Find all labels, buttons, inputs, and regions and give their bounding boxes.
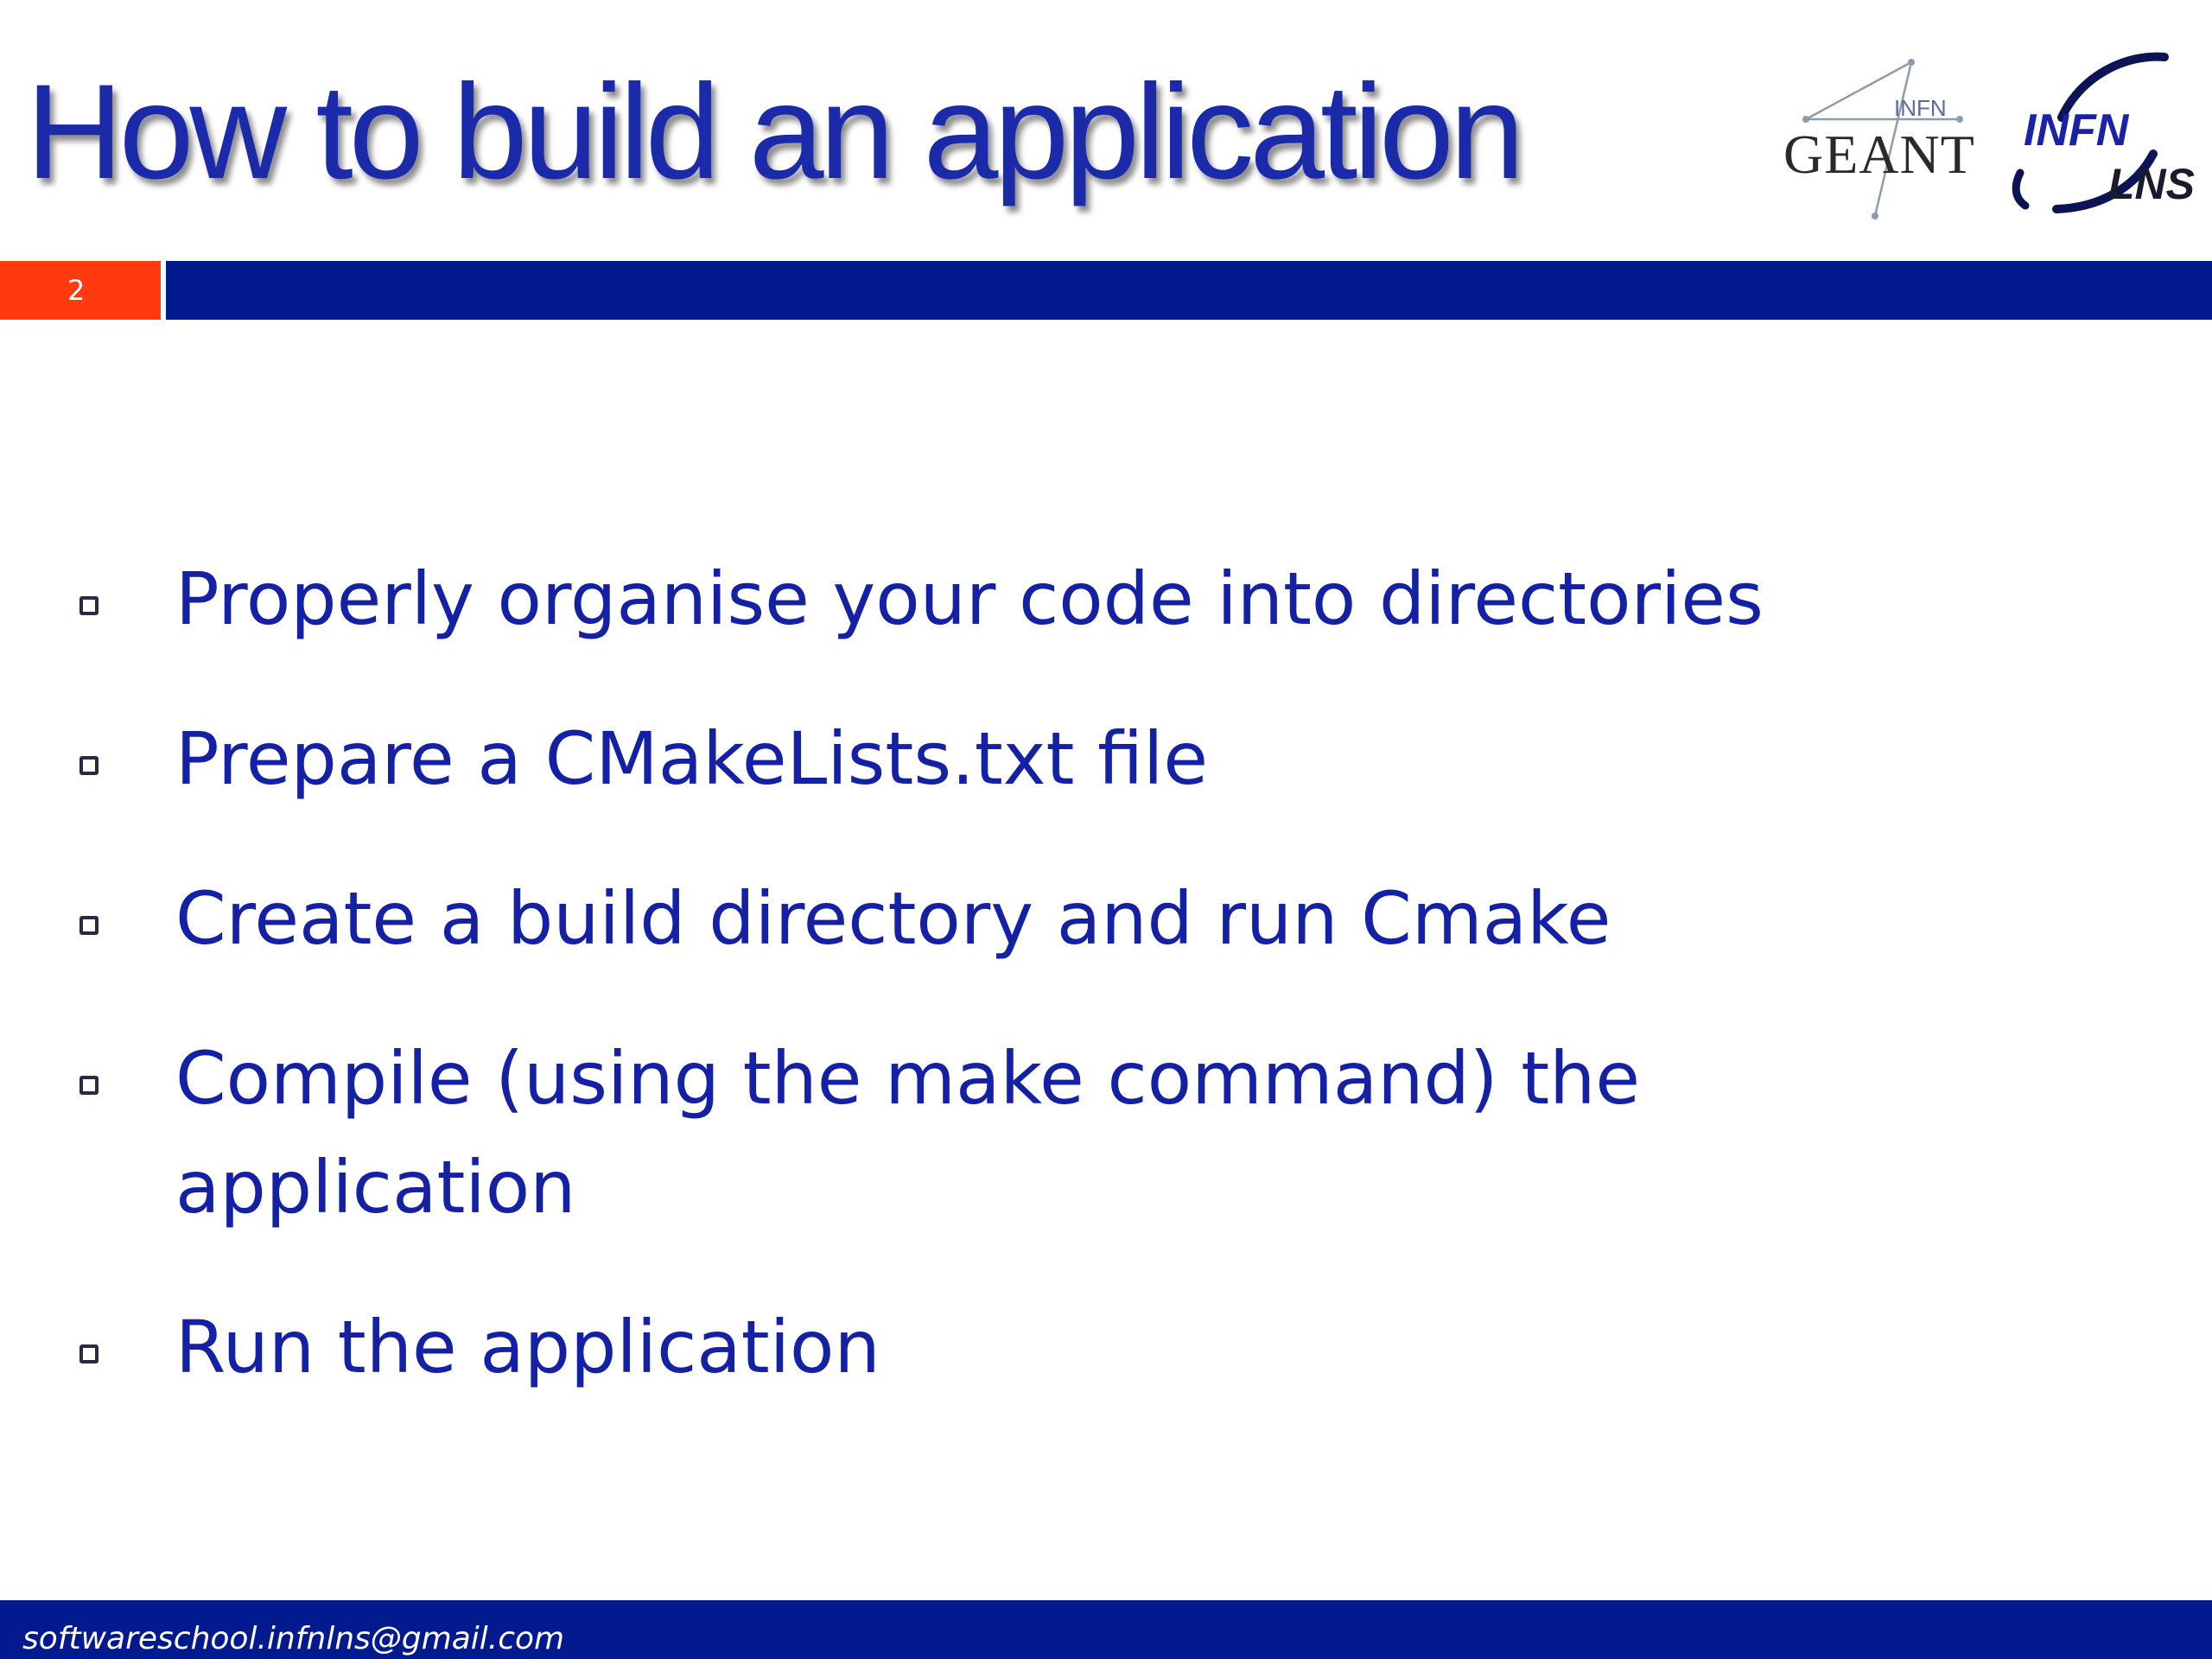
list-item: Run the application [0,1293,2212,1402]
bullet-text: Prepare a CMakeLists.txt file [175,716,1209,801]
list-item: Create a build directory and run Cmake [0,864,2212,973]
slide-title: How to build an application [26,57,1525,207]
footer-band [0,1600,2212,1659]
checkbox-bullet-icon [79,1076,99,1095]
bullet-text: Create a build directory and run Cmake [175,876,1611,961]
footer-email: softwareschool.infnlns@gmail.com [22,1621,565,1656]
geant4-digit-nodes [1802,59,1963,219]
bullet-text: Run the application [175,1305,880,1389]
header-band [166,261,2212,320]
infn-label: INFN [2024,105,2130,156]
bullet-text: Compile (using the make command) the app… [175,1036,1641,1230]
header-band-accent [0,261,161,320]
logos-svg: INFN GEANT INFN LNS [1783,52,2195,219]
checkbox-bullet-icon [79,916,99,935]
geant4-infn-label: INFN [1894,95,1947,121]
bullet-list: Properly organise your code into directo… [0,544,2212,1452]
list-item: Prepare a CMakeLists.txt file [0,704,2212,813]
geant4-logo: INFN GEANT [1783,59,1975,219]
checkbox-bullet-icon [79,1344,99,1363]
header-logos: INFN GEANT INFN LNS [1763,35,2212,233]
infn-lns-logo: INFN LNS [2012,52,2195,213]
checkbox-bullet-icon [79,756,99,775]
slide-number: 2 [67,274,86,307]
lns-label: LNS [2108,160,2195,208]
bullet-text: Properly organise your code into directo… [175,556,1764,641]
geant4-digit-lines [1805,60,1960,217]
list-item: Properly organise your code into directo… [0,544,2212,653]
list-item: Compile (using the make command) the app… [0,1024,1679,1242]
checkbox-bullet-icon [79,596,99,615]
geant4-label: GEANT [1783,124,1975,185]
